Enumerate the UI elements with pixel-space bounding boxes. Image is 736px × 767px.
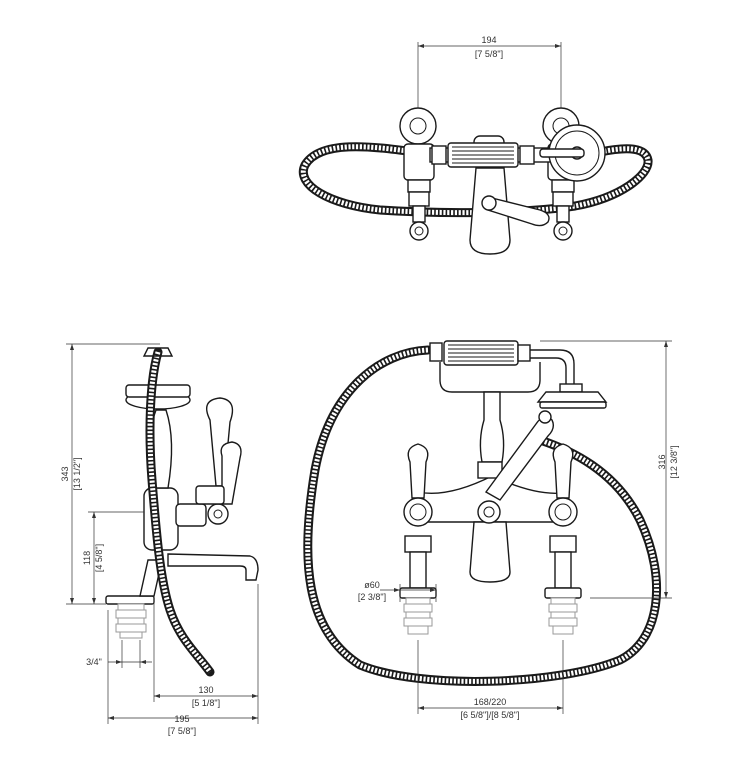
side-spout — [167, 553, 259, 581]
dim-side-spout-in: [4 5/8"] — [94, 544, 104, 572]
dim-top-width-mm: 194 — [481, 35, 496, 45]
dim-front-height-in: [12 3/8"] — [669, 445, 679, 478]
top-lever-handle — [487, 197, 550, 227]
front-shower-head — [536, 391, 608, 403]
dim-front-centres-mm: 168/220 — [474, 697, 507, 707]
dim-front-height-mm: 316 — [657, 454, 667, 469]
dim-top-width-in: [7 5/8"] — [475, 49, 503, 59]
front-right-handle — [552, 443, 574, 499]
dim-side-spout-mm: 118 — [82, 551, 92, 565]
dim-side-reach-in: [5 1/8"] — [192, 698, 220, 708]
dim-front-centres-in: [6 5/8"]/[8 5/8"] — [461, 710, 520, 720]
top-view: 194 [7 5/8"] — [298, 35, 653, 255]
side-view: 343 [13 1/2"] 118 [4 5/8"] 3/4" 130 [5 1… — [60, 343, 259, 736]
dim-front-diameter-in: [2 3/8"] — [358, 592, 386, 602]
front-view: 316 [12 3/8"] ø60 [2 3/8"] 168/220 [6 5/… — [303, 340, 679, 720]
top-left-flange — [399, 107, 437, 145]
front-spout — [469, 521, 511, 583]
front-left-handle — [407, 443, 429, 499]
dim-side-thread: 3/4" — [86, 657, 102, 667]
dim-front-diameter-mm: ø60 — [364, 580, 380, 590]
side-lever-handle-front — [220, 441, 242, 505]
dim-side-height-mm: 343 — [60, 466, 70, 481]
dim-side-depth-mm: 195 — [174, 714, 189, 724]
dim-side-depth-in: [7 5/8"] — [168, 726, 196, 736]
dim-side-height-in: [13 1/2"] — [72, 457, 82, 490]
dim-side-reach-mm: 130 — [198, 685, 213, 695]
